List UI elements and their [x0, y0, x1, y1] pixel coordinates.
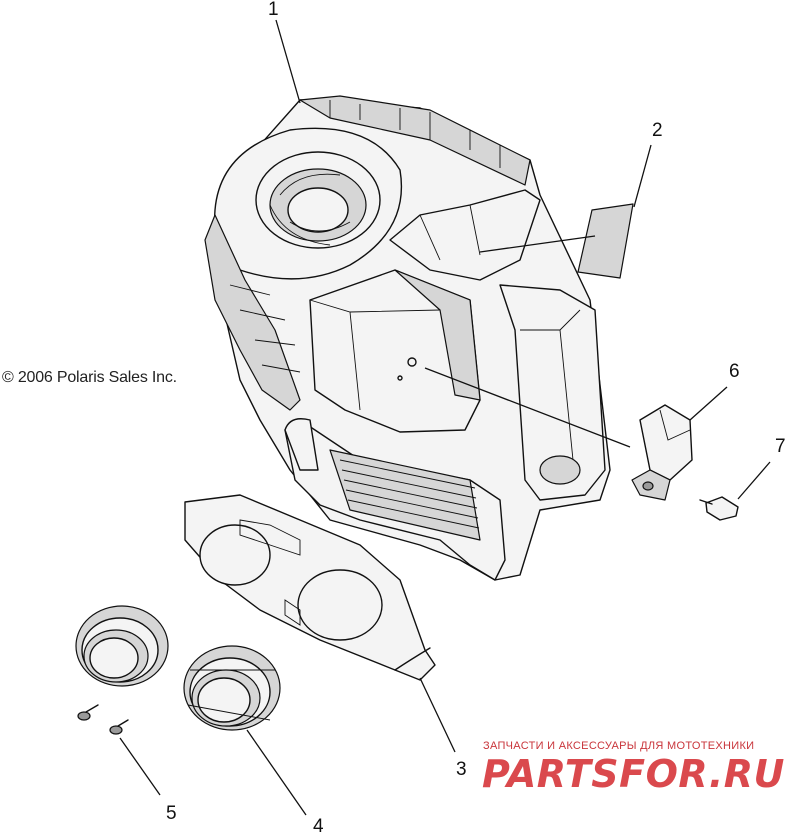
bolt-part — [699, 496, 739, 521]
intake-boot-part-right — [183, 645, 281, 731]
callout-5: 5 — [166, 803, 177, 824]
watermark-logo: PARTSFOR.RU — [482, 752, 785, 796]
screws-part — [77, 704, 129, 735]
callout-3: 3 — [456, 759, 467, 780]
gasket-plate-part — [184, 494, 436, 681]
sensor-part — [631, 404, 693, 501]
watermark-tagline: ЗАПЧАСТИ И АКСЕССУАРЫ ДЛЯ МОТОТЕХНИКИ — [483, 740, 755, 752]
intake-boot-part-left — [75, 605, 169, 687]
copyright-notice: © 2006 Polaris Sales Inc. — [2, 369, 177, 386]
airbox-housing-part — [204, 95, 611, 581]
callout-7: 7 — [775, 436, 786, 457]
leader-lines — [119, 19, 771, 816]
callout-4: 4 — [313, 816, 324, 837]
callout-1: 1 — [268, 0, 279, 20]
callout-2: 2 — [652, 120, 663, 141]
decal-label-part — [577, 203, 634, 279]
callout-6: 6 — [729, 361, 740, 382]
